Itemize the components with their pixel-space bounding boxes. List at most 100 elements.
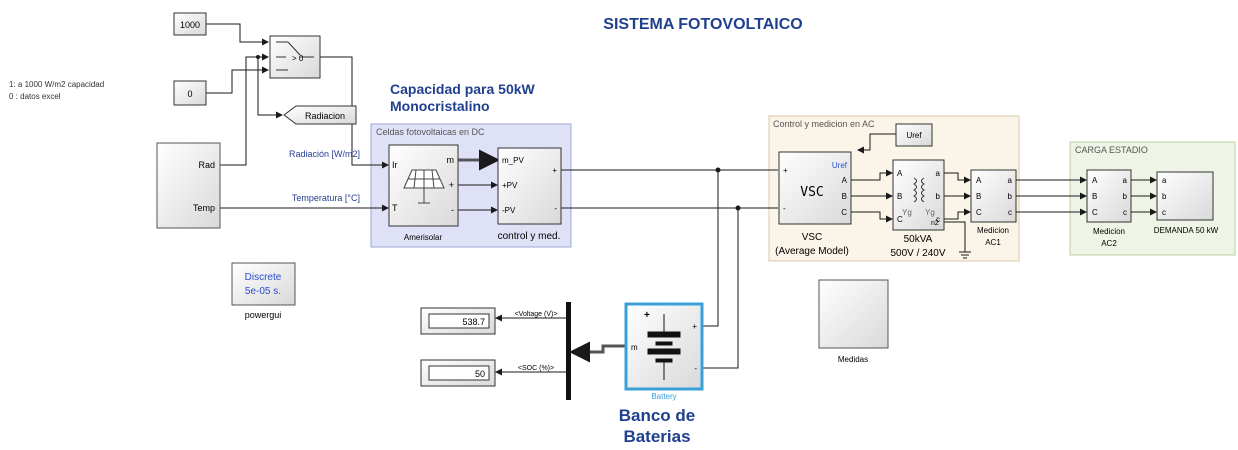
ac-area-title: Control y medicion en AC <box>773 119 875 129</box>
svg-text:powergui: powergui <box>245 310 282 320</box>
pv-panel-block[interactable]: Ir T m + - Amerisolar <box>388 144 459 242</box>
svg-text:C: C <box>1092 208 1098 217</box>
svg-text:B: B <box>976 192 981 201</box>
svg-text:n2: n2 <box>931 220 939 227</box>
note-line2: 0 : datos excel <box>9 92 61 101</box>
svg-text:Medicion: Medicion <box>977 226 1009 235</box>
svg-text:Medicion: Medicion <box>1093 227 1125 236</box>
radiacion-goto-tag[interactable]: Radiacion <box>283 105 357 125</box>
pv-heading-line1: Capacidad para 50kW <box>390 81 536 97</box>
svg-text:Medidas: Medidas <box>838 355 868 364</box>
svg-text:a: a <box>1162 176 1167 185</box>
pv-area-title: Celdas fotovoltaicas en DC <box>376 127 485 137</box>
svg-text:m_PV: m_PV <box>502 156 524 165</box>
svg-text:-: - <box>783 204 786 213</box>
transformer-name: 50kVA <box>904 234 933 245</box>
svg-text:B: B <box>842 192 847 201</box>
constant-1000-block[interactable]: 1000 <box>173 12 207 36</box>
svg-text:5e-05 s.: 5e-05 s. <box>245 286 281 297</box>
carga-area-title: CARGA ESTADIO <box>1075 145 1148 155</box>
svg-text:b: b <box>1008 192 1013 201</box>
svg-text:50: 50 <box>475 369 485 379</box>
svg-text:Radiacion: Radiacion <box>305 111 345 121</box>
port-temp: Temp <box>193 203 215 213</box>
svg-text:B: B <box>897 192 902 201</box>
svg-text:A: A <box>976 176 982 185</box>
banco-line1: Banco de <box>619 406 696 425</box>
svg-text:a: a <box>1123 176 1128 185</box>
svg-text:Discrete: Discrete <box>245 272 282 283</box>
svg-text:Ir: Ir <box>392 160 398 170</box>
battery-name: Battery <box>651 392 676 401</box>
svg-text:T: T <box>392 203 398 213</box>
powergui-block[interactable]: Discrete 5e-05 s. powergui <box>231 262 296 320</box>
svg-text:+PV: +PV <box>502 181 518 190</box>
svg-text:-: - <box>451 205 454 215</box>
note-line1: 1: a 1000 W/m2 capacidad <box>9 80 104 89</box>
medidas-block[interactable]: Medidas <box>818 279 889 364</box>
svg-text:Uref: Uref <box>832 161 848 170</box>
vsc-model: (Average Model) <box>775 246 849 257</box>
svg-text:-: - <box>694 364 697 373</box>
vsc-name: VSC <box>802 232 823 243</box>
transformer-rating: 500V / 240V <box>890 248 945 259</box>
svg-text:> 0: > 0 <box>292 54 304 63</box>
svg-text:A: A <box>1092 176 1098 185</box>
svg-text:+: + <box>552 166 557 175</box>
constant-0-block[interactable]: 0 <box>173 80 207 106</box>
svg-text:m: m <box>631 343 638 352</box>
battery-block[interactable]: + m + - Battery <box>624 302 704 401</box>
junction-dot <box>735 205 741 211</box>
battery-icon <box>647 314 681 380</box>
medicion-ac1-block[interactable]: A B C a b c Medicion AC1 <box>970 169 1017 247</box>
bus-selector[interactable]: <Voltage (V)> <SOC (%)> <box>515 302 571 400</box>
demanda-block[interactable]: a b c DEMANDA 50 kW <box>1154 171 1219 235</box>
svg-text:c: c <box>1123 208 1127 217</box>
transformer-coil-icon <box>913 177 925 203</box>
port-rad: Rad <box>198 160 215 170</box>
svg-text:c: c <box>1008 208 1012 217</box>
signal-temperatura-label: Temperatura [°C] <box>292 193 360 203</box>
signal-source-block[interactable]: Rad Temp <box>156 142 221 229</box>
svg-text:-: - <box>554 204 557 213</box>
svg-text:<SOC (%)>: <SOC (%)> <box>518 365 554 372</box>
soc-display[interactable]: 50 <box>420 359 496 387</box>
svg-text:A: A <box>842 176 848 185</box>
pv-control-name: control y med. <box>498 231 561 242</box>
svg-text:b: b <box>936 192 941 201</box>
voltage-display[interactable]: 538.7 <box>420 307 496 335</box>
svg-text:<Voltage (V)>: <Voltage (V)> <box>515 311 558 318</box>
svg-text:b: b <box>1123 192 1128 201</box>
svg-text:b: b <box>1162 192 1167 201</box>
svg-text:AC2: AC2 <box>1101 239 1117 248</box>
svg-text:0: 0 <box>187 89 192 99</box>
pv-panel-name: Amerisolar <box>404 233 443 242</box>
pv-control-block[interactable]: m_PV +PV -PV + - control y med. <box>497 147 562 242</box>
switch-block[interactable]: > 0 <box>269 35 321 79</box>
svg-text:C: C <box>897 215 903 224</box>
svg-text:A: A <box>897 169 903 178</box>
signal-radiacion-label: Radiación [W/m2] <box>289 149 360 159</box>
banco-line2: Baterias <box>623 427 690 446</box>
medicion-ac2-block[interactable]: A B C a b c Medicion AC2 <box>1086 169 1132 248</box>
svg-text:m: m <box>447 155 455 165</box>
svg-text:-PV: -PV <box>502 206 516 215</box>
vsc-block[interactable]: + - Uref A B C VSC VSC (Average Model) <box>775 151 852 257</box>
solar-panel-icon <box>403 169 445 204</box>
svg-text:C: C <box>976 208 982 217</box>
svg-text:Yg: Yg <box>902 208 912 217</box>
vsc-inner-label: VSC <box>800 185 823 200</box>
svg-text:c: c <box>936 215 940 224</box>
junction-dot <box>715 167 721 173</box>
svg-text:DEMANDA 50 kW: DEMANDA 50 kW <box>1154 226 1219 235</box>
junction-dot <box>256 55 260 59</box>
svg-text:538.7: 538.7 <box>462 317 485 327</box>
svg-text:+: + <box>644 310 650 321</box>
svg-text:c: c <box>1162 208 1166 217</box>
svg-text:a: a <box>936 169 941 178</box>
transformer-block[interactable]: A B C a b c Yg Yg n2 50kVA 500V / 240V <box>890 159 946 259</box>
svg-text:Yg: Yg <box>925 208 935 217</box>
svg-text:+: + <box>449 180 454 190</box>
uref-from-tag[interactable]: Uref <box>895 123 933 147</box>
pv-heading-line2: Monocristalino <box>390 98 490 114</box>
